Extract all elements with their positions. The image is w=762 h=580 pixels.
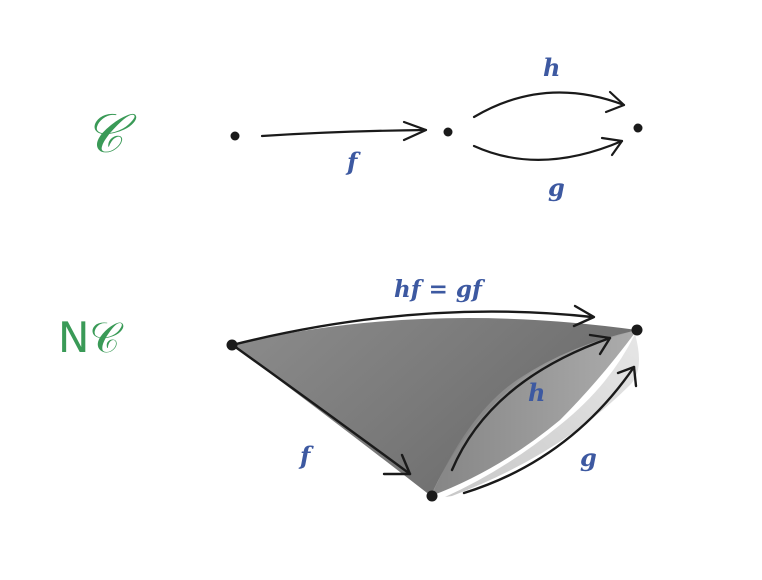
face-main bbox=[232, 318, 637, 496]
arrow-h bbox=[472, 91, 626, 119]
object-1 bbox=[230, 131, 240, 141]
label-h-bottom: h bbox=[528, 378, 545, 407]
edge-h-head bbox=[588, 333, 612, 356]
label-g-bottom: g bbox=[580, 443, 597, 472]
object-3 bbox=[633, 123, 643, 133]
label-h-top: h bbox=[543, 53, 560, 82]
vertex-2 bbox=[631, 324, 643, 336]
arrow-f-head bbox=[402, 120, 428, 142]
arrow-g bbox=[472, 139, 624, 161]
edge-f bbox=[232, 344, 412, 476]
arrow-h-head bbox=[604, 90, 626, 114]
edge-f-head bbox=[382, 453, 412, 476]
label-f-bottom: f bbox=[298, 441, 314, 470]
label-composite: hf = gf bbox=[394, 276, 486, 303]
label-f-top: f bbox=[345, 147, 361, 176]
vertex-0 bbox=[226, 339, 238, 351]
arrow-f bbox=[260, 128, 428, 138]
edge-composite bbox=[230, 310, 594, 347]
face-middle bbox=[431, 330, 637, 496]
object-2 bbox=[443, 127, 453, 137]
nerve-label: N𝒞 bbox=[58, 313, 123, 362]
edge-h bbox=[450, 336, 612, 472]
label-g-top: g bbox=[548, 173, 565, 202]
edge-g-head bbox=[616, 365, 638, 388]
vertex-1 bbox=[426, 490, 438, 502]
edge-g bbox=[462, 365, 636, 495]
category-label: 𝒞 bbox=[84, 102, 137, 165]
arrow-g-head bbox=[600, 136, 624, 157]
edge-composite-head bbox=[572, 304, 596, 328]
